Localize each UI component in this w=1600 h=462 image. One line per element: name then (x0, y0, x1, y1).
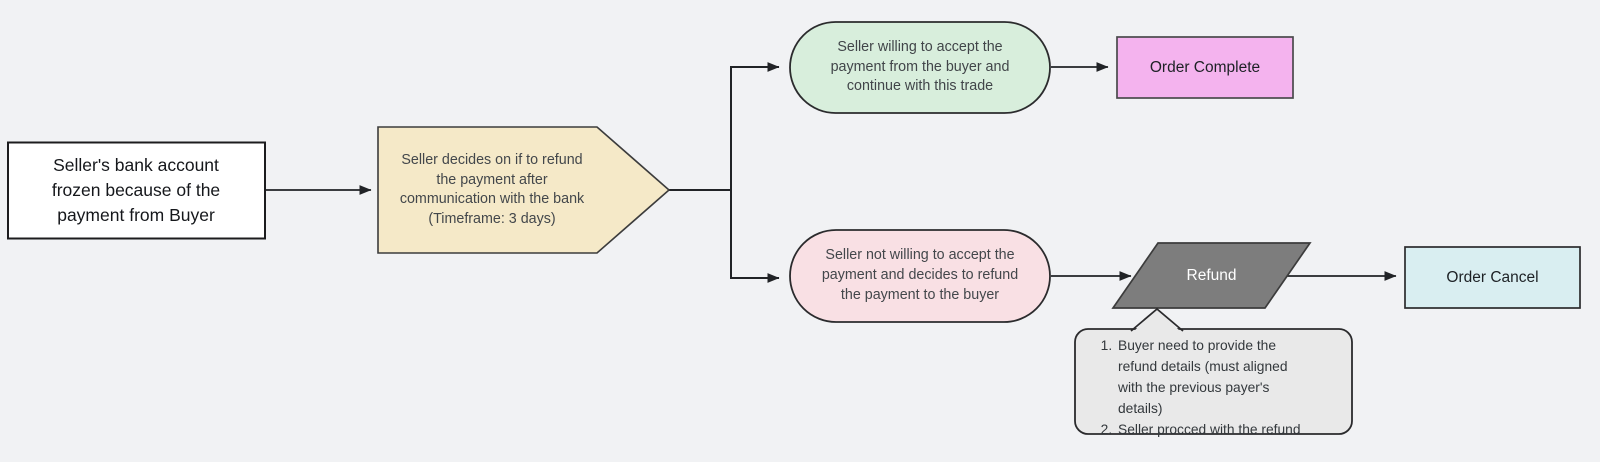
refund-note-shape (1074, 328, 1353, 435)
connector-decision-to-reject (730, 190, 780, 283)
refund-note-body: Buyer need to provide the refund details… (1075, 329, 1352, 437)
start-node-shape (7, 141, 266, 240)
refund-note-list: Buyer need to provide the refund details… (1089, 335, 1340, 440)
reject-node-shape (789, 229, 1051, 323)
refund-node-shape (1111, 242, 1312, 309)
refund-note-pointer-fill (1132, 309, 1182, 333)
accept-node-shape (789, 21, 1051, 114)
order-cancel-node-shape (1404, 246, 1581, 309)
refund-note-item: Seller procced with the refund (1116, 419, 1340, 440)
refund-note-item: Buyer need to provide the refund details… (1116, 335, 1340, 419)
connector-decision-to-accept (730, 62, 780, 190)
order-complete-node-shape (1116, 36, 1294, 99)
refund-note-pointer-outline (1130, 307, 1184, 332)
decision-node-shape (377, 126, 671, 254)
